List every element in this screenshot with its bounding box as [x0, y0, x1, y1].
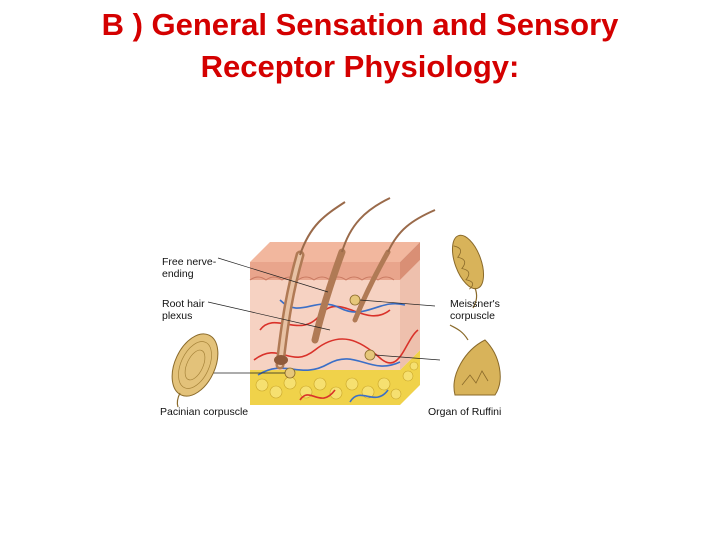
- ruffini-organ-illustration: [449, 324, 501, 396]
- title-line-2: Receptor Physiology:: [200, 49, 520, 84]
- label-pacinian-corpuscle: Pacinian corpuscle: [160, 406, 249, 418]
- label-meissners-corpuscle: Meissner's corpuscle: [450, 298, 500, 322]
- label-organ-of-ruffini: Organ of Ruffini: [428, 406, 502, 418]
- label-root-hair-plexus: Root hair plexus: [162, 298, 205, 322]
- skin-cross-section-illustration: [171, 197, 501, 408]
- title-line-1: B ) General Sensation and Sensory: [101, 7, 619, 42]
- slide-title: B ) General Sensation and Sensory Recept…: [0, 4, 720, 88]
- hair-follicles: [274, 197, 436, 370]
- leader-lines: [202, 257, 441, 374]
- meissners-corpuscle-illustration: [451, 234, 485, 309]
- label-free-nerve-ending: Free nerve- ending: [162, 256, 217, 280]
- pacinian-corpuscle-illustration: [171, 333, 219, 408]
- skin-receptor-diagram: Free nerve- ending Root hair plexus Paci…: [150, 180, 530, 430]
- hypodermis-layer: [250, 350, 420, 405]
- epidermis-layer: [249, 242, 420, 281]
